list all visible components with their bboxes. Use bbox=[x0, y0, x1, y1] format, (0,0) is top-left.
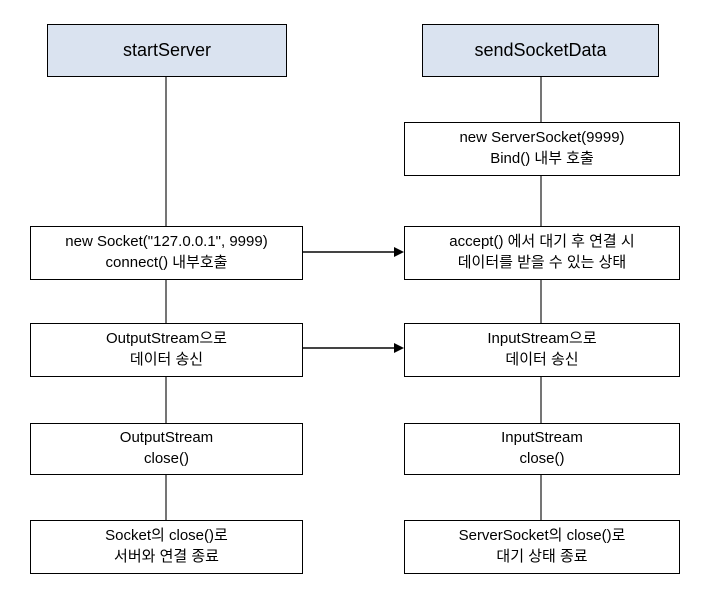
node-text-line: close() bbox=[519, 450, 565, 467]
node-text-line: OutputStream으로 bbox=[106, 330, 227, 348]
connector-left-2 bbox=[165, 280, 167, 323]
node-text-line: Bind() 내부 호출 bbox=[490, 150, 594, 167]
server-column-title: sendSocketData bbox=[474, 40, 607, 61]
node-text-line: Socket의 close()로 bbox=[105, 527, 228, 545]
client-column-title: startServer bbox=[122, 40, 212, 61]
server-column-header: sendSocketData bbox=[422, 24, 659, 77]
connector-right-3 bbox=[540, 280, 542, 323]
node-text-line: ServerSocket의 close()로 bbox=[458, 527, 626, 545]
connector-left-3 bbox=[165, 377, 167, 423]
node-socket-close-end: Socket의 close()로 서버와 연결 종료 bbox=[30, 520, 303, 574]
node-accept-wait: accept() 에서 대기 후 연결 시 데이터를 받을 수 있는 상태 bbox=[404, 226, 680, 280]
node-serversocket-close-end: ServerSocket의 close()로 대기 상태 종료 bbox=[404, 520, 680, 574]
node-outputstream-close: OutputStream close() bbox=[30, 423, 303, 475]
node-inputstream-close: InputStream close() bbox=[404, 423, 680, 475]
node-text-line: 서버와 연결 종료 bbox=[114, 548, 219, 565]
connector-right-2 bbox=[540, 176, 542, 226]
arrowhead-right-icon bbox=[394, 247, 404, 257]
node-inputstream-receive: InputStream으로 데이터 송신 bbox=[404, 323, 680, 377]
node-text-line: connect() 내부호출 bbox=[105, 254, 228, 271]
node-new-socket: new Socket("127.0.0.1", 9999) connect() … bbox=[30, 226, 303, 280]
node-text-line: close() bbox=[143, 450, 189, 467]
connector-right-4 bbox=[540, 377, 542, 423]
arrowhead-right-icon bbox=[394, 343, 404, 353]
connector-left-4 bbox=[165, 475, 167, 520]
node-text-line: accept() 에서 대기 후 연결 시 bbox=[449, 233, 635, 251]
connector-left-1 bbox=[165, 77, 167, 226]
node-text-line: 대기 상태 종료 bbox=[496, 548, 588, 565]
node-text-line: 데이터 송신 bbox=[129, 351, 204, 368]
connector-right-5 bbox=[540, 475, 542, 520]
node-outputstream-send: OutputStream으로 데이터 송신 bbox=[30, 323, 303, 377]
node-text-line: new Socket("127.0.0.1", 9999) bbox=[65, 233, 268, 251]
connector-right-1 bbox=[540, 77, 542, 122]
node-text-line: 데이터를 받을 수 있는 상태 bbox=[457, 254, 627, 271]
client-column-header: startServer bbox=[47, 24, 287, 77]
node-text-line: 데이터 송신 bbox=[505, 351, 579, 368]
node-text-line: InputStream bbox=[501, 429, 583, 447]
arrow-connect-line bbox=[303, 251, 395, 253]
node-new-serversocket: new ServerSocket(9999) Bind() 내부 호출 bbox=[404, 122, 680, 176]
node-text-line: new ServerSocket(9999) bbox=[459, 129, 625, 147]
node-text-line: OutputStream bbox=[119, 429, 214, 447]
arrow-send-data-line bbox=[303, 347, 395, 349]
node-text-line: InputStream으로 bbox=[487, 330, 597, 348]
